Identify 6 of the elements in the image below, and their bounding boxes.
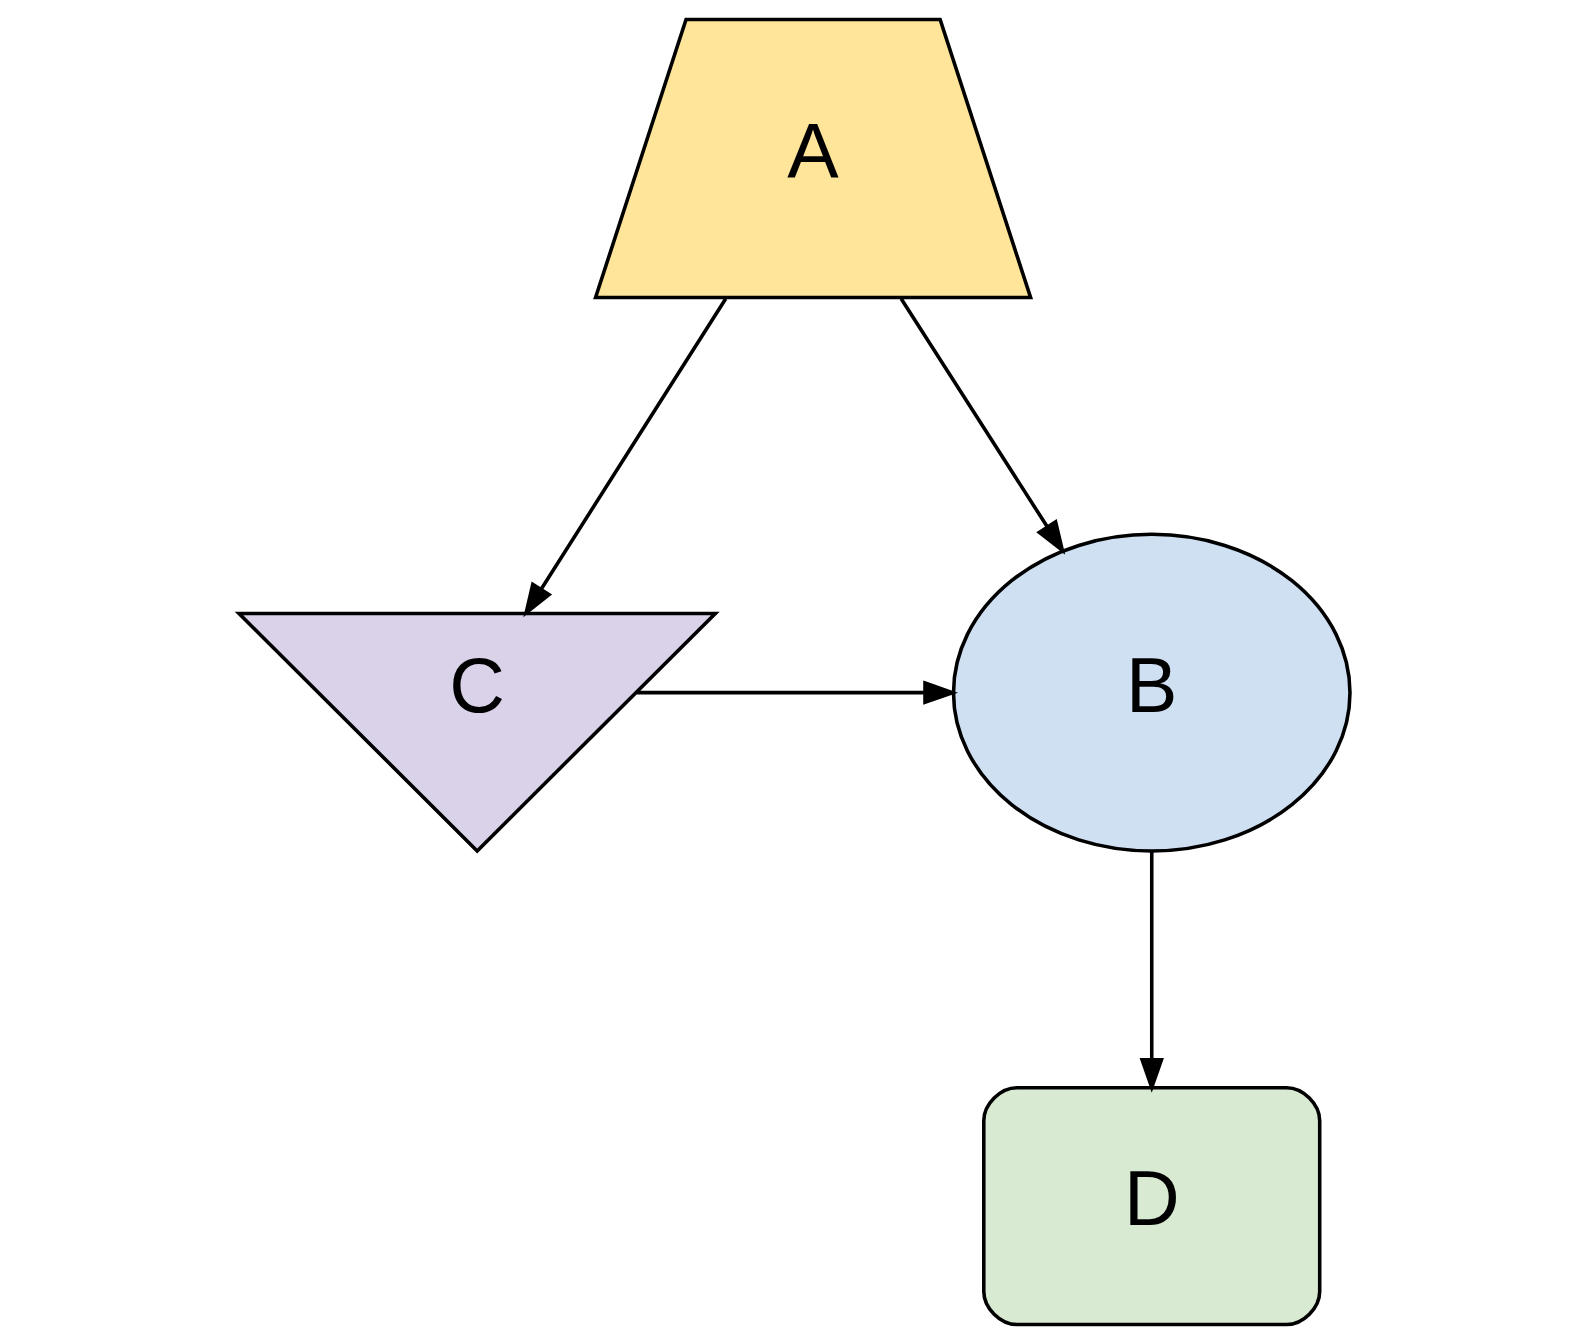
arrow	[636, 680, 958, 705]
arrow	[899, 297, 1065, 555]
node-ellipse: B	[951, 532, 1352, 853]
arrow	[522, 297, 727, 618]
arrow	[1139, 851, 1164, 1093]
node-box: D	[981, 1085, 1321, 1327]
